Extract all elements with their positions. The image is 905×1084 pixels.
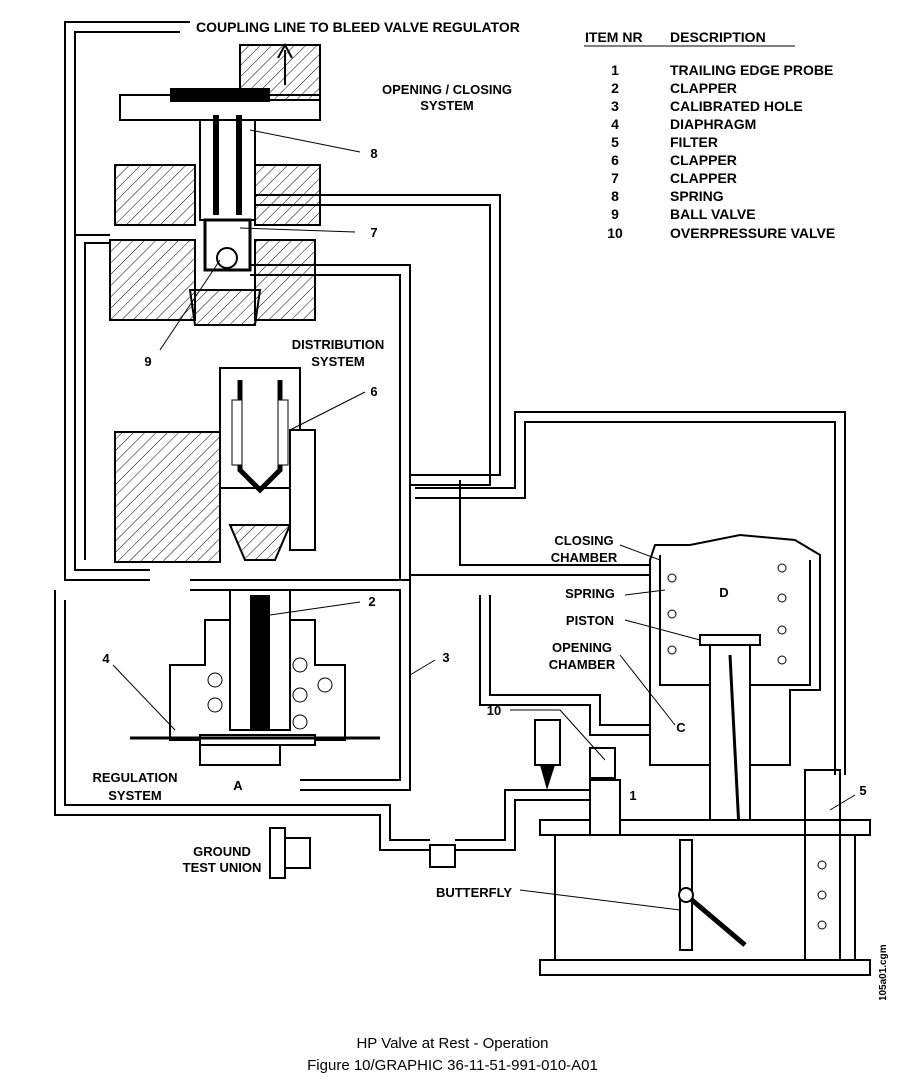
callout-5: 5 xyxy=(859,783,866,798)
table-rows: 1 TRAILING EDGE PROBE 2 CLAPPER 3 CALIBR… xyxy=(607,62,835,241)
labels: COUPLING LINE TO BLEED VALVE REGULATOR I… xyxy=(93,19,889,1000)
table-nr: 2 xyxy=(611,80,619,96)
callout-6: 6 xyxy=(370,384,377,399)
label-closing: CLOSING xyxy=(554,533,613,548)
callout-1: 1 xyxy=(629,788,636,803)
figure-caption-number: Figure 10/GRAPHIC 36-11-51-991-010-A01 xyxy=(307,1057,598,1074)
ground-test-union xyxy=(269,827,456,879)
chamber-letter-a: A xyxy=(233,778,243,793)
figure-caption-title: HP Valve at Rest - Operation xyxy=(356,1035,549,1052)
table-desc: CLAPPER xyxy=(670,152,737,168)
label-closing-chamber: CHAMBER xyxy=(551,550,618,565)
table-desc: CLAPPER xyxy=(670,170,737,186)
table-header-item: ITEM NR xyxy=(585,29,643,45)
table-nr: 8 xyxy=(611,188,619,204)
label-test-union: TEST UNION xyxy=(183,860,262,875)
opening-closing-valve xyxy=(109,42,321,326)
table-desc: SPRING xyxy=(670,188,724,204)
chamber-letter-c: C xyxy=(676,720,686,735)
pneumatic-lines xyxy=(54,21,846,851)
table-nr: 5 xyxy=(611,134,619,150)
label-spring: SPRING xyxy=(565,586,615,601)
label-regulation-system: SYSTEM xyxy=(108,788,161,803)
table-desc: CLAPPER xyxy=(670,80,737,96)
table-nr: 10 xyxy=(607,225,623,241)
label-regulation: REGULATION xyxy=(93,770,178,785)
label-opening: OPENING xyxy=(552,640,612,655)
table-desc: TRAILING EDGE PROBE xyxy=(670,62,833,78)
table-desc: OVERPRESSURE VALVE xyxy=(670,225,835,241)
table-desc: BALL VALVE xyxy=(670,206,756,222)
title-coupling-line: COUPLING LINE TO BLEED VALVE REGULATOR xyxy=(196,19,520,35)
hp-valve-schematic: COUPLING LINE TO BLEED VALVE REGULATOR I… xyxy=(54,19,889,1000)
label-piston: PISTON xyxy=(566,613,614,628)
label-butterfly: BUTTERFLY xyxy=(436,885,512,900)
label-ground: GROUND xyxy=(193,844,251,859)
label-opening-closing-system: SYSTEM xyxy=(420,98,473,113)
callout-9: 9 xyxy=(144,354,151,369)
table-nr: 4 xyxy=(611,116,619,132)
label-distribution: DISTRIBUTION xyxy=(292,337,384,352)
callout-2: 2 xyxy=(368,594,375,609)
leader-lines xyxy=(112,129,856,911)
callout-7: 7 xyxy=(370,225,377,240)
callout-10: 10 xyxy=(487,703,501,718)
callout-8: 8 xyxy=(370,146,377,161)
table-nr: 7 xyxy=(611,170,619,186)
regulation-valve xyxy=(130,589,380,766)
table-desc: CALIBRATED HOLE xyxy=(670,98,803,114)
drawing-code: al7105a01.cgm xyxy=(878,944,889,1000)
distribution-valve xyxy=(114,367,316,563)
label-opening-chamber: CHAMBER xyxy=(549,657,616,672)
table-nr: 1 xyxy=(611,62,619,78)
table-nr: 9 xyxy=(611,206,619,222)
table-header-desc: DESCRIPTION xyxy=(670,29,766,45)
callout-4: 4 xyxy=(102,651,110,666)
label-distribution-system: SYSTEM xyxy=(311,354,364,369)
table-nr: 6 xyxy=(611,152,619,168)
overpressure-valve xyxy=(534,719,616,790)
actuator xyxy=(649,533,821,946)
table-nr: 3 xyxy=(611,98,619,114)
table-desc: FILTER xyxy=(670,134,718,150)
callout-3: 3 xyxy=(442,650,449,665)
duct xyxy=(539,769,871,976)
table-desc: DIAPHRAGM xyxy=(670,116,756,132)
chamber-letter-d: D xyxy=(719,585,728,600)
label-opening-closing: OPENING / CLOSING xyxy=(382,82,512,97)
